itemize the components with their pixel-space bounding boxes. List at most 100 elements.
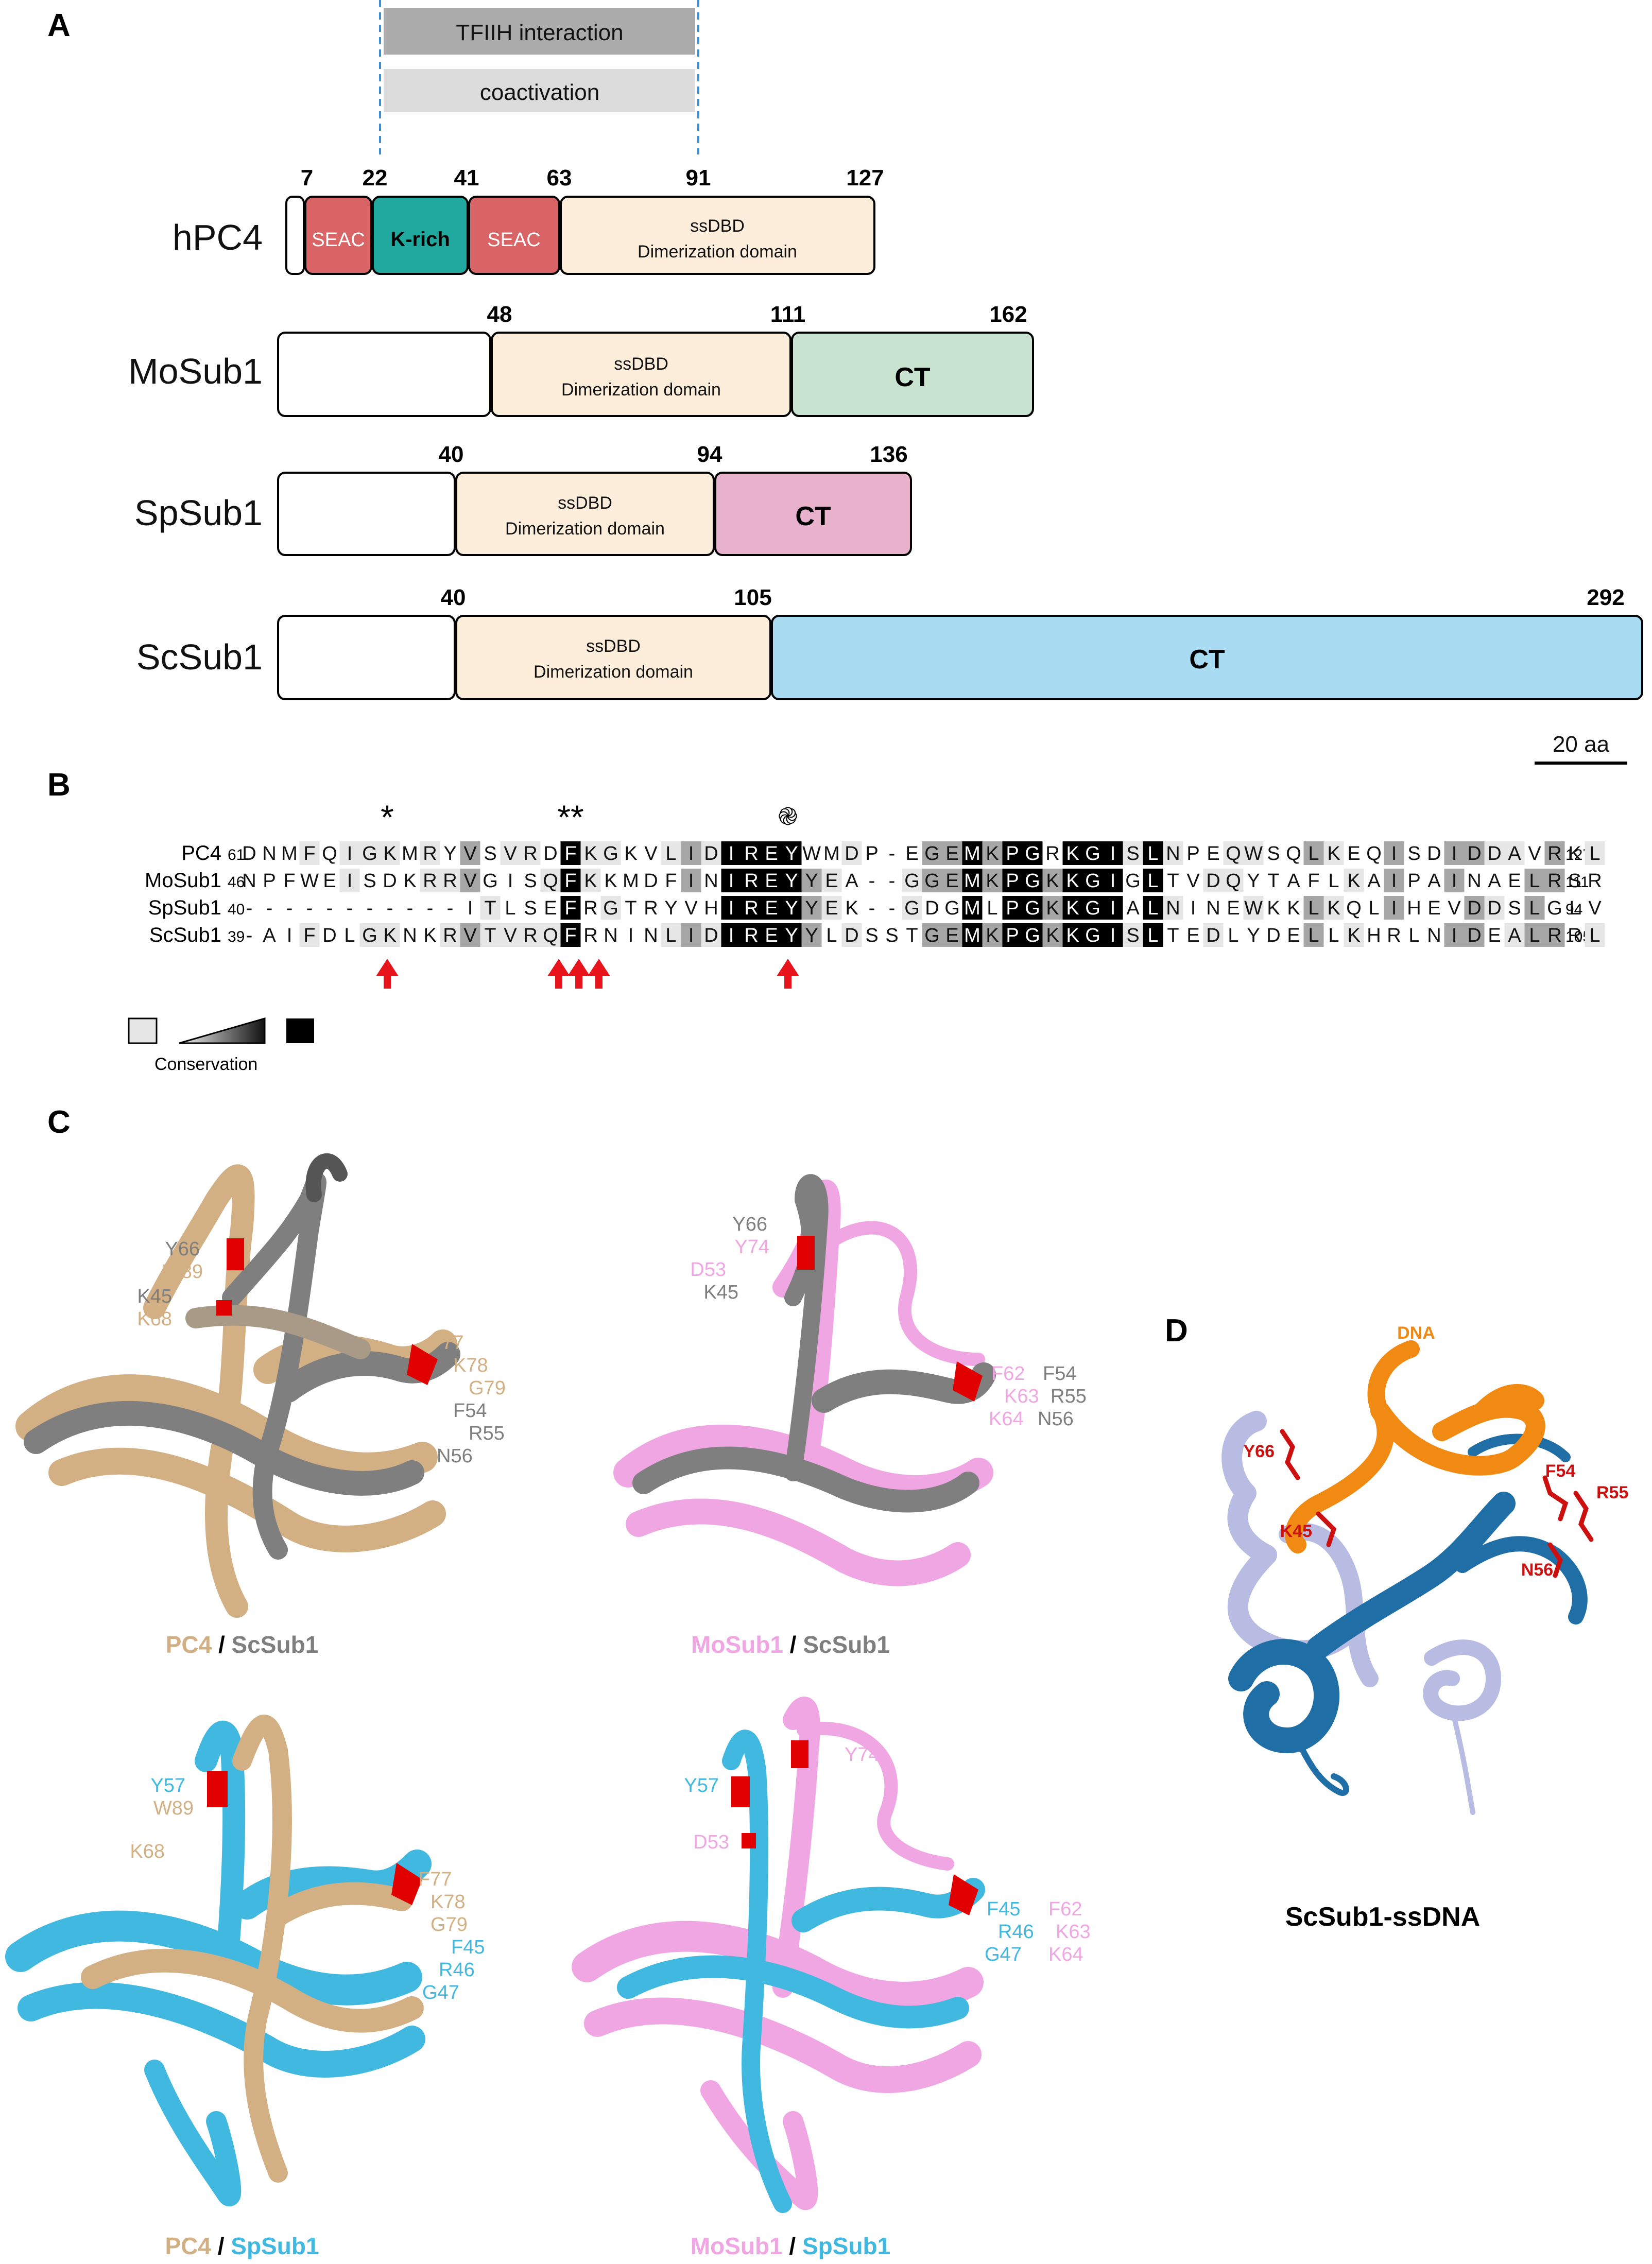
hpc4-seac-domain-1 <box>304 196 372 275</box>
residue-letter: - <box>306 897 313 919</box>
residue-letter: E <box>905 843 918 865</box>
panel-a: A TFIIH interaction coactivation hPC4 SE… <box>47 0 1643 765</box>
residue-letter: I <box>1452 843 1457 865</box>
residue-letter: E <box>1227 897 1240 919</box>
residue-sticks <box>1280 1429 1594 1578</box>
conservation-cell <box>1544 869 1565 892</box>
conservation-cell <box>1484 841 1505 865</box>
residue-letter: S <box>484 843 496 865</box>
residue-letter: - <box>869 870 875 892</box>
conservation-cell <box>1243 841 1264 865</box>
conservation-cell <box>962 896 983 920</box>
label-f54: F54 <box>453 1400 487 1422</box>
conservation-cell <box>922 869 942 892</box>
row-end-spsub1: 94 <box>1565 901 1582 918</box>
spsub1-hairpin <box>144 2060 242 2206</box>
conservation-cell <box>1524 869 1545 892</box>
conservation-cell <box>1464 841 1485 865</box>
conservation-cell <box>500 923 521 947</box>
residue-letter: N <box>242 870 256 892</box>
residue-letter: K <box>1327 897 1340 919</box>
residue-letter: - <box>447 897 454 919</box>
residue-letter: D <box>322 925 336 946</box>
residue-letter: F <box>564 925 576 946</box>
residue-letter: A <box>845 870 858 892</box>
conservation-cell <box>1002 841 1023 865</box>
conservation-cell <box>761 896 782 920</box>
legend-label: Conservation <box>154 1055 257 1074</box>
residue-letter: V <box>504 843 517 865</box>
residue-letter: T <box>484 897 496 919</box>
conservation-cell <box>1062 869 1083 892</box>
panel-b-letter: B <box>47 767 71 803</box>
residue-letter: E <box>1347 843 1360 865</box>
conservation-cell <box>1143 841 1163 865</box>
residue-letter: F <box>1307 870 1319 892</box>
conservation-cell <box>681 841 701 865</box>
residue-letter: W <box>802 843 821 865</box>
residue-letter: Q <box>1346 897 1362 919</box>
caption-part-spsub1: SpSub1 <box>802 2233 890 2259</box>
conservation-cell <box>1303 841 1324 865</box>
residue-letter: L <box>1589 925 1600 946</box>
residue-letter: L <box>1529 870 1540 892</box>
residue-letter: T <box>1267 870 1279 892</box>
label-g79: G79 <box>431 1914 468 1935</box>
mosub1-loop <box>807 1221 985 1366</box>
residue-letter: L <box>1228 925 1238 946</box>
residue-letter: R <box>744 843 758 865</box>
residue-letter: I <box>347 870 353 892</box>
mosub1b-sheet-1 <box>572 1921 984 2013</box>
conservation-cell <box>460 869 480 892</box>
conservation-cell <box>982 923 1003 947</box>
residue-letter: L <box>1147 843 1158 865</box>
conservation-cell <box>1444 923 1465 947</box>
residue-letter: - <box>266 897 273 919</box>
residue-letter: R <box>423 870 437 892</box>
conservation-cell <box>982 841 1003 865</box>
residue-letter: E <box>1427 897 1440 919</box>
conservation-cell <box>1042 869 1063 892</box>
spsub1-ssdbd-domain <box>455 472 715 556</box>
residue-letter: G <box>1025 870 1040 892</box>
residue-letter: - <box>246 925 253 946</box>
residue-letter: D <box>925 897 939 919</box>
mosub1-pos-48: 48 <box>487 302 512 327</box>
conservation-cell <box>1062 923 1083 947</box>
conservation-cell <box>801 923 822 947</box>
dna-label: DNA <box>1397 1323 1435 1343</box>
conservation-cell <box>1544 841 1565 865</box>
conservation-cell <box>1223 841 1244 865</box>
residue-letter: P <box>1006 925 1019 946</box>
label-k64: K64 <box>1048 1944 1083 1965</box>
residue-letter: D <box>845 843 858 865</box>
residue-letter: N <box>644 925 658 946</box>
conservation-cell <box>902 869 922 892</box>
coactivation-label: coactivation <box>480 80 599 105</box>
conservation-cell <box>1464 923 1485 947</box>
conservation-cell <box>781 869 802 892</box>
residue-letter: S <box>1126 843 1139 865</box>
residue-letter: G <box>1085 870 1100 892</box>
residue-letter: K <box>986 925 999 946</box>
residue-letter: M <box>964 897 980 919</box>
residue-letter: D <box>1487 843 1501 865</box>
row-name-scsub1: ScSub1 <box>149 924 221 946</box>
residue-letter: V <box>644 843 658 865</box>
conservation-cell <box>1524 896 1545 920</box>
stick-k45 <box>1316 1511 1337 1547</box>
panel-b: B * ** ֎ PC4 61 127 MoSub1 46 111 SpSub1… <box>47 767 1605 1074</box>
residue-letter: W <box>1244 897 1263 919</box>
residue-letter: W <box>1244 843 1263 865</box>
residue-letter: P <box>1186 843 1199 865</box>
conservation-cell <box>801 896 822 920</box>
hpc4-pos-63: 63 <box>547 165 572 191</box>
residue-letter: K <box>845 897 858 919</box>
conservation-cell <box>721 923 742 947</box>
scsub1-nterm-box <box>277 615 456 700</box>
residue-letter: E <box>825 897 838 919</box>
hpc4-seac-label-1: SEAC <box>312 229 365 251</box>
residue-letter: G <box>603 843 618 865</box>
residue-letter: K <box>383 843 396 865</box>
conservation-cell <box>1022 923 1043 947</box>
